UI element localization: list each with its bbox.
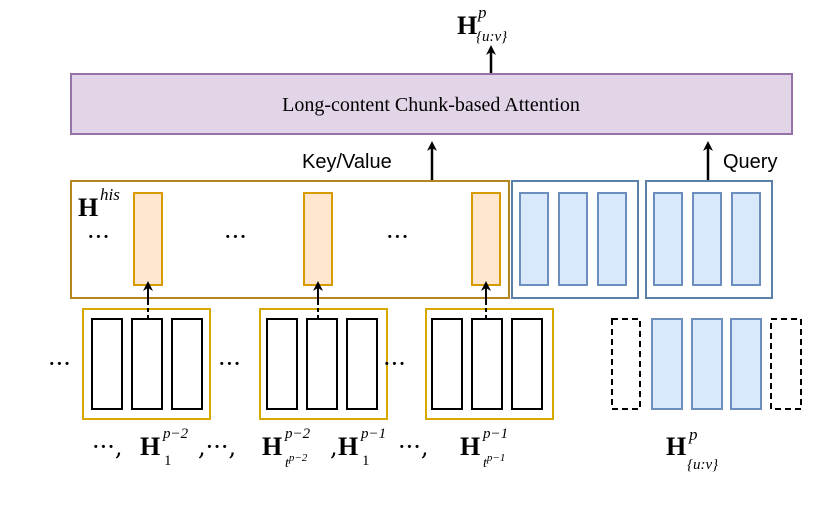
current-chunk-kv-group [511, 180, 639, 299]
history-memory-block [70, 180, 510, 299]
chunk-ellipsis-3: ··· [383, 350, 406, 378]
seq-var-3-sup: p−1 [360, 426, 386, 442]
seq-var-3-sub: 1 [362, 453, 370, 469]
current-kv-cell-2 [558, 192, 588, 286]
prev-chunk-2-cell-1 [266, 318, 298, 410]
seq-var-1-base: H [140, 432, 160, 461]
seq-var-3-base: H [338, 432, 358, 461]
prev-chunk-1-cell-3 [171, 318, 203, 410]
query-cell-3 [731, 192, 761, 286]
output-label-base: H [457, 11, 477, 40]
prev-chunk-2-cell-3 [346, 318, 378, 410]
current-chunk-cell-2 [691, 318, 723, 410]
current-chunk-cell-1 [651, 318, 683, 410]
seq-var-4-sub: tp−1 [483, 452, 505, 471]
key-value-label: Key/Value [302, 151, 392, 173]
output-label-sub: {u:v} [476, 29, 507, 45]
current-label-sub: {u:v} [687, 457, 718, 473]
current-chunk-label: H p {u:v} [666, 425, 718, 473]
prev-chunk-3-cell-2 [471, 318, 503, 410]
seq-var-4-sup: p−1 [482, 426, 508, 442]
query-group [645, 180, 773, 299]
attention-block-label: Long-content Chunk-based Attention [282, 94, 580, 116]
query-cell-2 [692, 192, 722, 286]
seq-text-2: ,···, [198, 433, 236, 461]
chunk-ellipsis-1: ··· [48, 350, 71, 378]
current-label-base: H [666, 432, 686, 461]
prev-chunk-3-cell-1 [431, 318, 463, 410]
prev-chunk-group-2 [259, 308, 388, 420]
current-label-sup: p [688, 425, 698, 444]
history-label-sup: his [100, 185, 120, 204]
query-label: Query [723, 151, 777, 173]
seq-text-1: ···, [92, 433, 123, 461]
seq-text-3: , [330, 433, 338, 461]
current-kv-cell-1 [519, 192, 549, 286]
history-label: H his [78, 185, 120, 222]
seq-var-2-base: H [262, 432, 282, 461]
current-chunk-right-pad [770, 318, 802, 410]
prev-chunk-2-cell-2 [306, 318, 338, 410]
history-label-base: H [78, 193, 98, 222]
current-chunk-cell-3 [730, 318, 762, 410]
output-label: H p {u:v} [457, 3, 507, 45]
seq-var-2-sub: tp−2 [285, 452, 308, 471]
prev-chunk-1-cell-2 [131, 318, 163, 410]
prev-chunk-3-cell-3 [511, 318, 543, 410]
history-ellipsis-2: ··· [224, 223, 247, 251]
prev-chunk-1-cell-1 [91, 318, 123, 410]
query-cell-1 [653, 192, 683, 286]
prev-chunk-group-1 [82, 308, 211, 420]
current-kv-cell-3 [597, 192, 627, 286]
output-label-sup: p [477, 3, 487, 22]
seq-var-1-sub: 1 [164, 453, 172, 469]
history-ellipsis-3: ··· [386, 223, 409, 251]
seq-var-2-sup: p−2 [284, 426, 311, 442]
current-chunk-left-pad [611, 318, 641, 410]
attention-block [70, 73, 793, 135]
seq-var-1-sup: p−2 [162, 426, 189, 442]
seq-var-4-base: H [460, 432, 480, 461]
seq-text-4: ···, [398, 433, 429, 461]
history-ellipsis-1: ··· [87, 223, 110, 251]
memory-cell-1 [133, 192, 163, 286]
chunk-ellipsis-2: ··· [218, 350, 241, 378]
prev-chunk-group-3 [425, 308, 554, 420]
memory-cell-2 [303, 192, 333, 286]
chunk-sequence-label: ···, H p−2 1 ,···, H p−2 tp−2 , H p−1 1 … [92, 426, 508, 471]
memory-cell-3 [471, 192, 501, 286]
